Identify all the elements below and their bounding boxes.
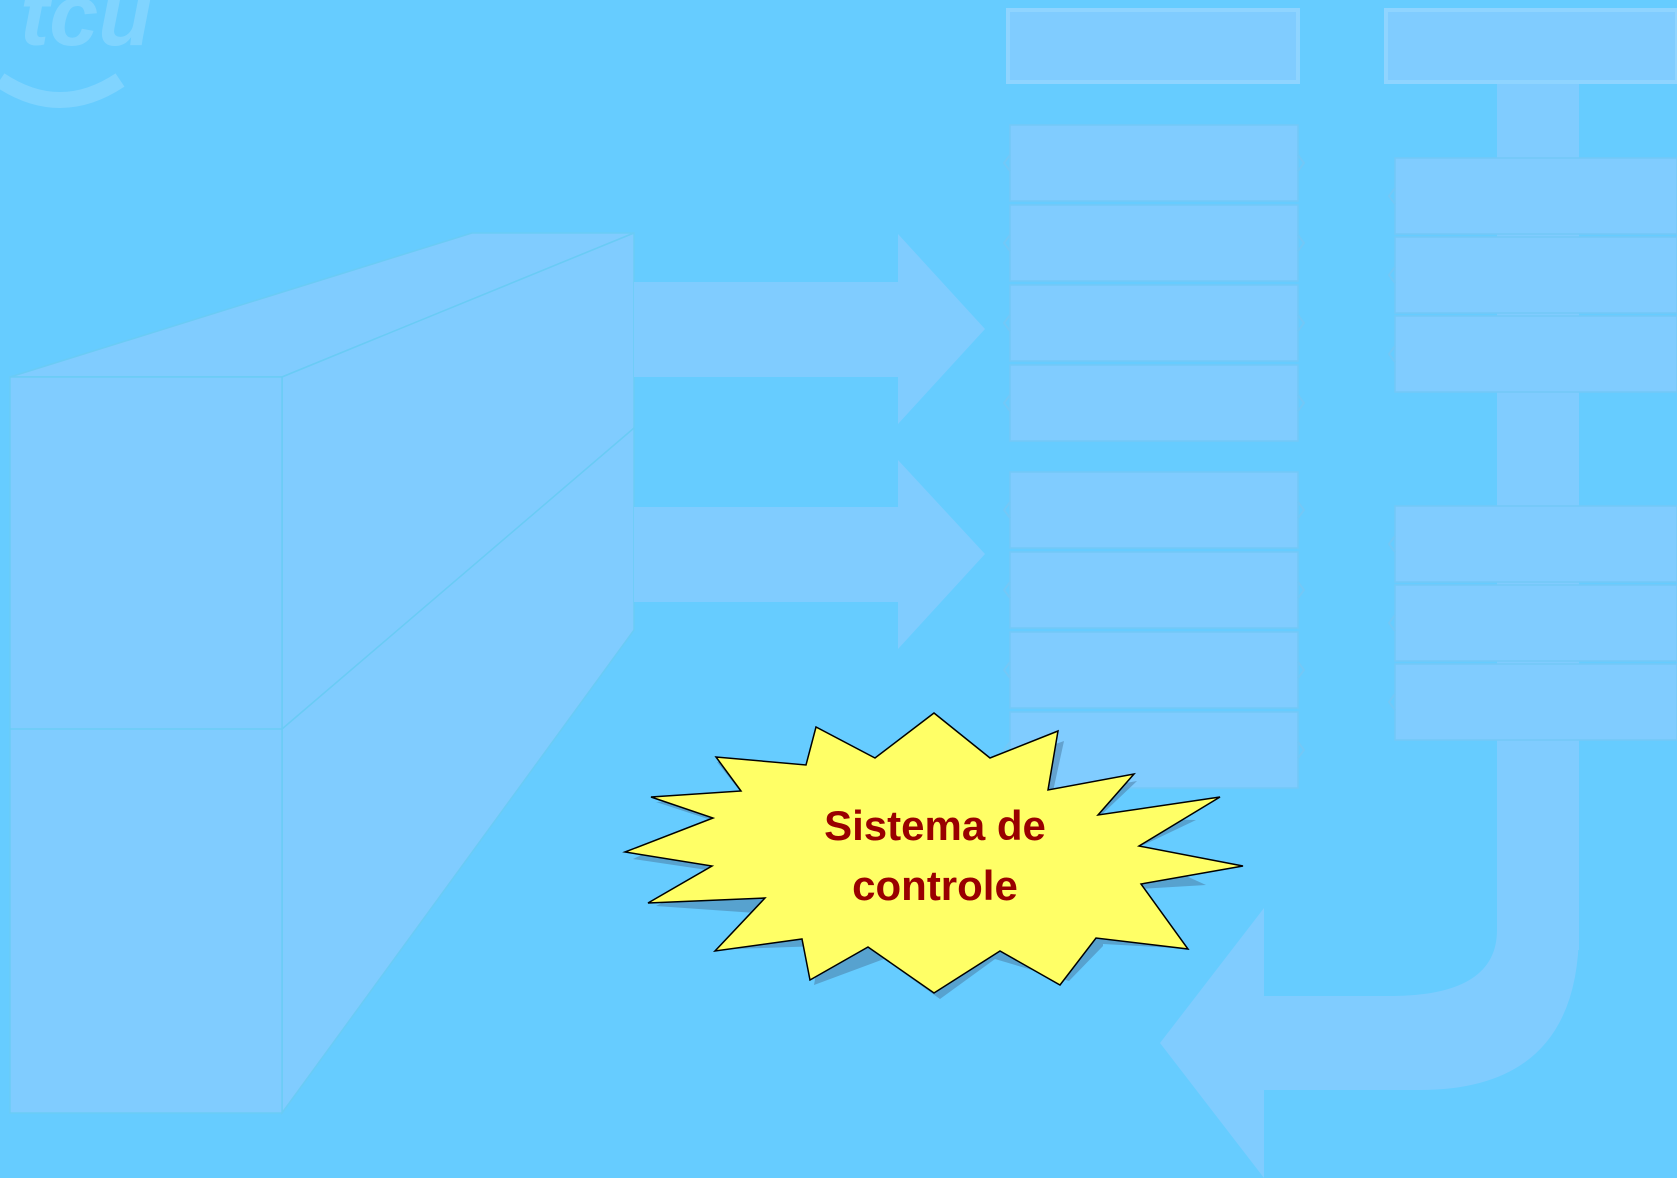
- building-block: [9, 231, 635, 1116]
- gestao-item-formulacao: Formulação: [1057, 144, 1251, 182]
- flow-arrow-curve: [1264, 930, 1579, 1090]
- gestao-box: [1009, 471, 1299, 549]
- block-side-face: [281, 231, 635, 1116]
- arrow-right-bottom: [634, 460, 985, 649]
- controle-item-eficacia: Eficácia: [1471, 256, 1601, 294]
- gestao-box: [1009, 204, 1299, 282]
- gestao-group2-boxes: [1009, 471, 1299, 789]
- controle-item-regularidade-2: Regularidade: [1428, 525, 1644, 563]
- controle-box: [1394, 236, 1677, 314]
- logo-swoosh: [0, 73, 125, 108]
- gestao-item-orcamento: Orçamento: [1064, 731, 1244, 769]
- gestao-header: Gestão: [1095, 27, 1211, 65]
- flow-arrow-head: [1160, 908, 1264, 1178]
- controle-box: [1394, 584, 1677, 662]
- gestao-box: [1009, 631, 1299, 709]
- controle-header-box: [1384, 8, 1677, 84]
- gestao-box: [1009, 551, 1299, 629]
- gestao-item-planejamento: Planejamento: [1043, 224, 1265, 262]
- callout-line-2: controle: [852, 862, 1018, 909]
- controle-box: [1394, 315, 1677, 393]
- gestao-item-ti: TI: [1138, 651, 1170, 689]
- block-side-divider: [281, 427, 635, 730]
- controle-group1-boxes: [1394, 157, 1677, 393]
- starburst-shape: [622, 712, 1244, 994]
- bracket-ticks: [1002, 154, 1396, 759]
- controle-header: Controle: [1461, 27, 1602, 65]
- block-front-face: [9, 376, 283, 1114]
- controle-box: [1394, 663, 1677, 741]
- gestao-box: [1009, 364, 1299, 442]
- gestao-item-regulacao: Regulação: [1068, 304, 1240, 342]
- controle-box: [1394, 505, 1677, 583]
- controle-item-efetividade: Efetividade: [1445, 335, 1627, 373]
- arrow-right-top: [634, 234, 985, 424]
- callout-text: Sistema de controle: [760, 796, 1110, 916]
- logo-text: tcu: [20, 0, 152, 64]
- gestao-group1-boxes: [1009, 124, 1299, 442]
- callout-line-1: Sistema de: [824, 802, 1046, 849]
- controle-box: [1394, 157, 1677, 235]
- gestao-box: [1009, 284, 1299, 362]
- controle-item-economicidade: Economicidade: [1410, 683, 1662, 721]
- starburst-callout: [622, 712, 1244, 999]
- controle-group2-boxes: [1394, 505, 1677, 741]
- gestao-item-impacto: Impacto: [1088, 384, 1220, 422]
- controle-item-regularidade: Regularidade: [1428, 177, 1644, 215]
- gestao-header-box: [1006, 8, 1300, 84]
- tcu-logo: tcu: [0, 0, 152, 108]
- gestao-item-pessoal: Pessoal: [1089, 491, 1219, 529]
- gestao-box: [1009, 124, 1299, 202]
- gestao-item-aquisicoes: Aquisições: [1063, 571, 1245, 609]
- controle-item-eficiencia: Eficiência: [1456, 604, 1616, 642]
